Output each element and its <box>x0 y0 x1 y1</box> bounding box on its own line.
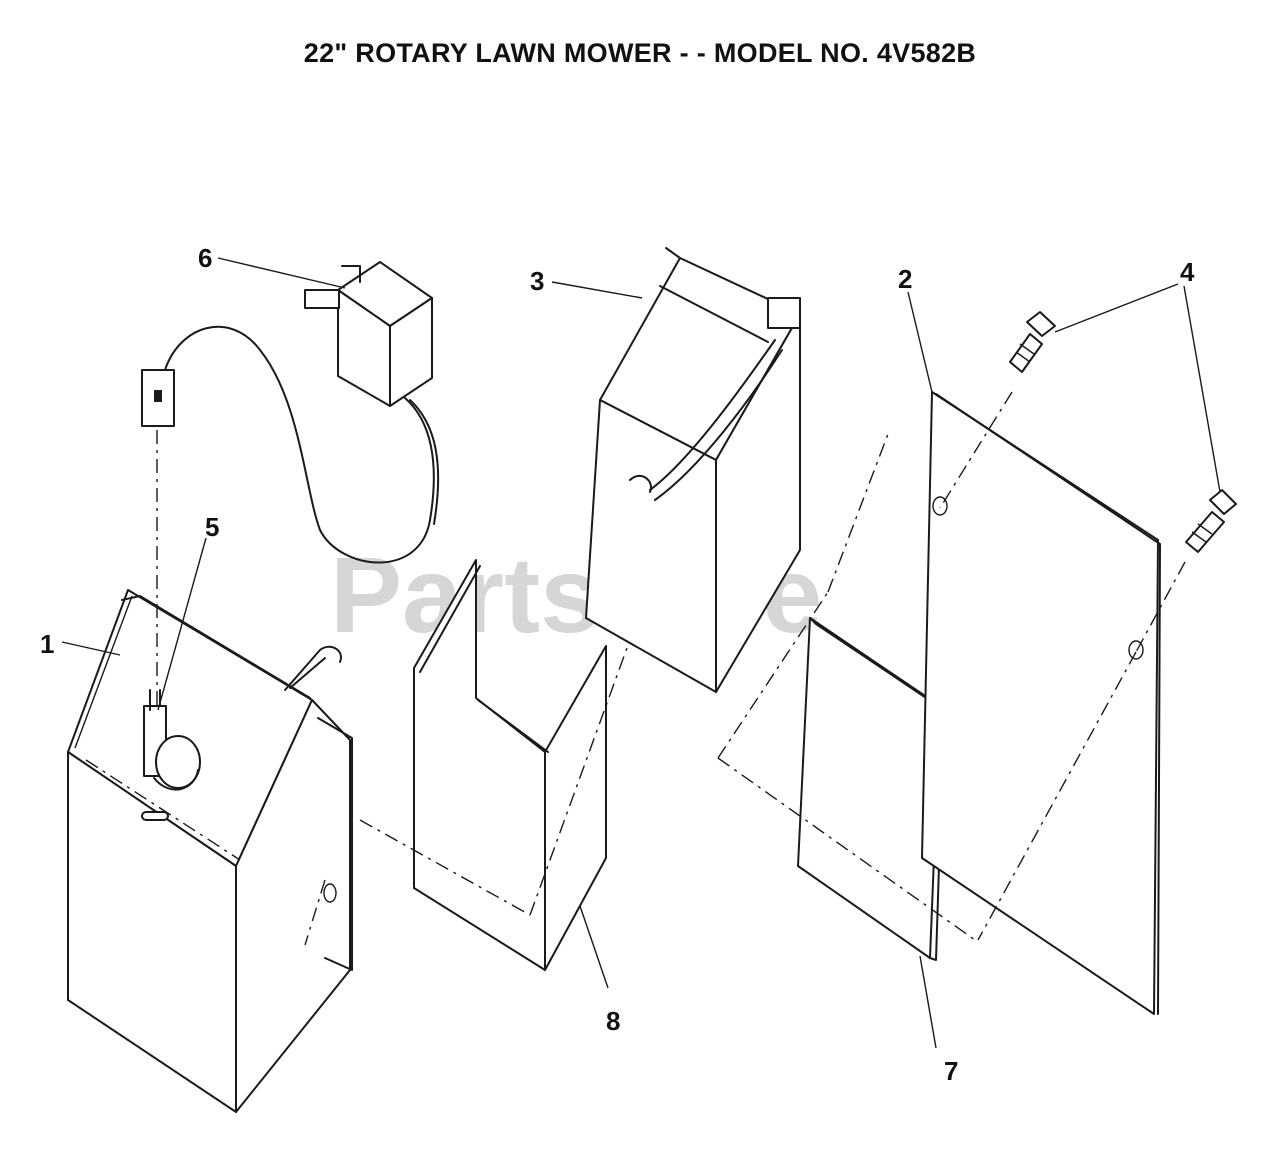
part-1-battery-box[interactable] <box>67 589 353 1113</box>
callout-2: 2 <box>898 264 912 294</box>
callout-4: 4 <box>1180 257 1195 287</box>
part-4-bolt-upper[interactable] <box>1009 311 1056 373</box>
diagram-title: 22" ROTARY LAWN MOWER - - MODEL NO. 4V58… <box>303 38 977 68</box>
part-3-battery[interactable] <box>585 247 801 693</box>
callout-7: 7 <box>944 1056 958 1086</box>
part-4-bolt-lower[interactable] <box>1185 489 1237 553</box>
leader-lines <box>61 257 1221 1049</box>
callout-1: 1 <box>40 629 54 659</box>
part-2-cover-plate[interactable] <box>921 391 1186 1015</box>
callout-8: 8 <box>606 1006 620 1036</box>
callout-3: 3 <box>530 266 544 296</box>
callout-6: 6 <box>198 243 212 273</box>
callout-5: 5 <box>205 512 219 542</box>
part-6-charger[interactable] <box>141 261 440 705</box>
